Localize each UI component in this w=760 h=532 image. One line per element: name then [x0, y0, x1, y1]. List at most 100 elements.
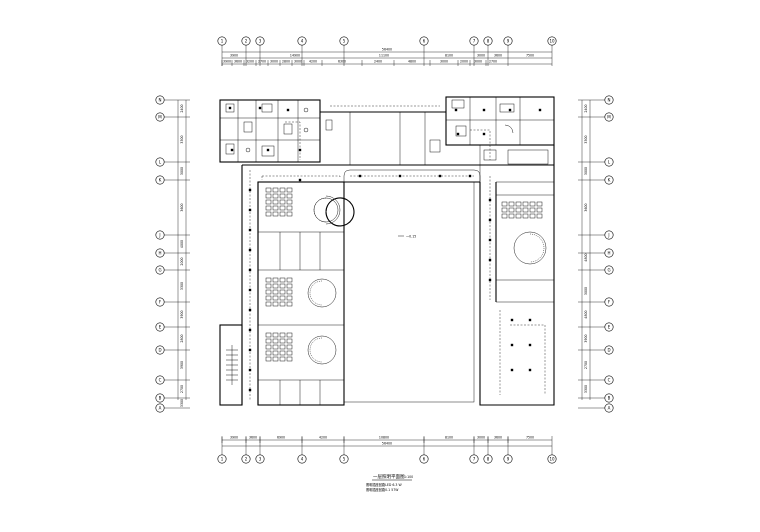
courtyard [343, 181, 475, 403]
axis-bottom-2: 2 [241, 454, 251, 464]
light-fixture [538, 108, 542, 112]
axis-left-F-label: F [159, 299, 162, 304]
axis-top-8-label: 8 [487, 38, 490, 43]
axis-bottom-3-label: 3 [259, 456, 262, 461]
axis-right-N: N [604, 95, 614, 105]
right-dimension-chain [581, 100, 591, 400]
table [265, 295, 272, 301]
light-fixture [228, 106, 232, 110]
table [286, 211, 293, 217]
bottom-dimension-segment: 4200 [319, 436, 327, 440]
axis-right-F: F [604, 297, 614, 307]
axis-right-G: G [604, 265, 614, 275]
table [501, 201, 508, 207]
axis-bottom-9: 9 [503, 454, 513, 464]
drawing-title: 一层照明平面图 [373, 474, 405, 480]
top-dimension-segment: 3000 [477, 54, 485, 58]
light-fixture [438, 174, 442, 178]
bottom-dimension-chain: 56400 [222, 439, 552, 447]
light-fixture [528, 318, 532, 322]
stairwell-sw [219, 324, 243, 406]
light-fixture [248, 188, 252, 192]
axis-top-10: 10 [547, 36, 557, 46]
axis-bottom-5: 5 [339, 454, 349, 464]
axis-left-G-label: G [158, 267, 161, 272]
table [272, 205, 279, 211]
table [272, 338, 279, 344]
axis-bottom-4-label: 4 [301, 456, 304, 461]
table [536, 201, 543, 207]
table [286, 356, 293, 362]
table [522, 213, 529, 219]
axis-left-C: C [155, 375, 165, 385]
table [279, 205, 286, 211]
table [272, 187, 279, 193]
table [522, 207, 529, 213]
left-dimension-segment: 2700 [180, 385, 184, 393]
light-fixture [468, 174, 472, 178]
axis-bottom-3: 3 [255, 454, 265, 464]
left-dimension-segment: 2400 [180, 104, 184, 112]
right-dimension-segment: 3900 [584, 334, 588, 342]
bottom-dimension-segment: 7500 [526, 436, 534, 440]
light-fixture [248, 288, 252, 292]
top-dimension-segment: 14900 [290, 54, 300, 58]
top-detail-dimension: 3000 [474, 60, 482, 64]
light-fixture [488, 258, 492, 262]
table [279, 187, 286, 193]
left-dimension-segment: 3600 [180, 203, 184, 211]
table [272, 332, 279, 338]
axis-top-6: 6 [419, 36, 429, 46]
table [529, 207, 536, 213]
light-fixture [248, 328, 252, 332]
axis-top-4-label: 4 [301, 38, 304, 43]
axis-right-C: C [604, 375, 614, 385]
table [286, 199, 293, 205]
axis-right-E: E [604, 322, 614, 332]
top-dimension-chain: 56400 [222, 48, 552, 65]
axis-right-B: B [604, 393, 614, 403]
table [279, 350, 286, 356]
top-dimension-segment: 8100 [445, 54, 453, 58]
light-fixture [510, 368, 514, 372]
table [272, 356, 279, 362]
table [279, 344, 286, 350]
axis-bottom-6: 6 [419, 454, 429, 464]
light-fixture [358, 174, 362, 178]
axis-right-B-label: B [608, 395, 611, 400]
light-fixture [508, 108, 512, 112]
table [265, 301, 272, 307]
top-dimension-segment: 3900 [230, 54, 238, 58]
top-dimension-segment: 7500 [526, 54, 534, 58]
table [272, 350, 279, 356]
axis-right-M: M [604, 112, 614, 122]
table [272, 289, 279, 295]
table [529, 213, 536, 219]
table [272, 295, 279, 301]
table [286, 344, 293, 350]
axis-left-B: B [155, 393, 165, 403]
classroom-furniture [265, 187, 543, 362]
table [265, 211, 272, 217]
drawing-note-1: 照明插座回路LED 6.3 W [366, 482, 402, 487]
axis-top-7-label: 7 [473, 38, 476, 43]
axis-left-L-label: L [159, 159, 162, 164]
right-dimension-segment: 3300 [584, 135, 588, 143]
axis-top-5: 5 [339, 36, 349, 46]
table [279, 289, 286, 295]
table [522, 201, 529, 207]
axis-right-G-label: G [607, 267, 610, 272]
axis-left-N: N [155, 95, 165, 105]
light-fixture [258, 106, 262, 110]
bottom-dimension-segment: 10800 [379, 436, 389, 440]
left-dimension-segment: 3300 [180, 135, 184, 143]
axis-right-J: J [604, 230, 614, 240]
left-dimension-segment: 2000 [180, 257, 184, 265]
top-detail-dimension: 2800 [282, 60, 290, 64]
table [286, 350, 293, 356]
axis-right-M-label: M [607, 114, 611, 119]
axis-bottom-6-label: 6 [423, 456, 426, 461]
axis-bottom-7: 7 [469, 454, 479, 464]
light-fixture [248, 268, 252, 272]
light-fixture [248, 208, 252, 212]
